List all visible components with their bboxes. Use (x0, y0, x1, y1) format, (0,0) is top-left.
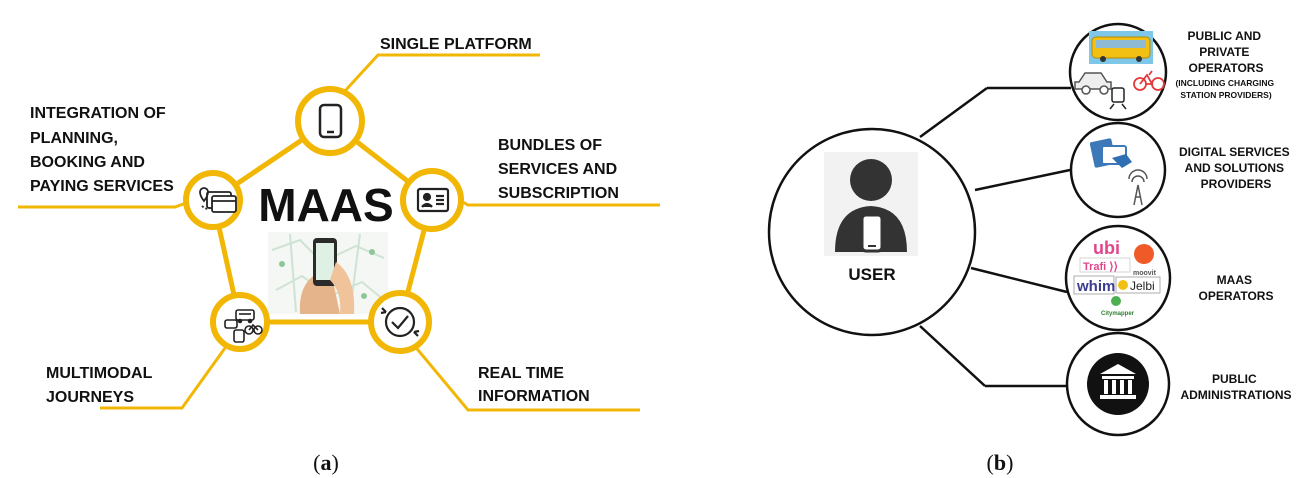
train-icon (1109, 87, 1127, 110)
logo-ubi: ubi (1093, 238, 1120, 258)
label-operators-sub: (INCLUDING CHARGING STATION PROVIDERS) (1175, 78, 1276, 100)
node-bundles (400, 168, 464, 232)
user-label: USER (848, 265, 895, 284)
smartphone-icon (318, 103, 343, 139)
panel-a: MAAS (18, 36, 660, 475)
caption-b: (b) (987, 450, 1014, 475)
logo-moovit: moovit (1133, 270, 1157, 277)
line-single-platform (342, 53, 540, 94)
bus-icon (1089, 31, 1153, 64)
label-real-time: REAL TIME INFORMATION (478, 365, 590, 405)
maas-title: MAAS (258, 179, 393, 231)
transport-icon (224, 309, 263, 343)
digital-tap-icon (1089, 138, 1132, 168)
label-operators: PUBLIC AND PRIVATE OPERATORS (1188, 29, 1265, 75)
hand-phone-map-illustration (268, 232, 388, 314)
caption-a: (a) (313, 450, 339, 475)
logo-trafi: Trafi ⟩⟩ (1083, 261, 1118, 273)
clock-check-icon (380, 306, 420, 338)
label-digital: DIGITAL SERVICES AND SOLUTIONS PROVIDERS (1179, 145, 1293, 191)
label-integration: INTEGRATION OF PLANNING, BOOKING AND PAY… (30, 105, 174, 195)
category-labels: PUBLIC AND PRIVATE OPERATORS (INCLUDING … (1175, 29, 1293, 402)
logo-whim: whim (1076, 278, 1115, 295)
circle-digital (1069, 121, 1167, 219)
label-public-admin: PUBLIC ADMINISTRATIONS (1180, 372, 1291, 402)
car-icon (1074, 72, 1112, 95)
bicycle-icon (1133, 70, 1165, 91)
connector-operators (919, 86, 988, 139)
connector-maas (970, 266, 1068, 294)
line-real-time (411, 343, 640, 412)
label-bundles: BUNDLES OF SERVICES AND SUBSCRIPTION (498, 137, 622, 202)
user-connectors (919, 86, 1071, 388)
node-real-time (368, 290, 432, 354)
id-card-icon (416, 187, 450, 213)
label-single-platform: SINGLE PLATFORM (380, 36, 532, 53)
map-pin-card-icon (199, 187, 237, 213)
connector-digital (974, 168, 1071, 192)
user-phone-icon (824, 152, 918, 256)
logo-moovit-pin (1134, 244, 1154, 264)
line-integration (18, 200, 190, 209)
antenna-icon (1128, 169, 1148, 206)
panel-b: USER (767, 22, 1293, 475)
line-multimodal (100, 347, 227, 410)
label-maas-operators: MAAS OPERATORS (1199, 273, 1274, 303)
maas-logos: ubi Trafi ⟩⟩ moovit whim Jelbi Citymappe… (1073, 238, 1161, 317)
node-single-platform (295, 86, 365, 156)
logo-jelbi: Jelbi (1130, 279, 1155, 293)
label-multimodal: MULTIMODAL JOURNEYS (46, 365, 157, 406)
connector-public-admin (919, 325, 986, 387)
logo-citymapper: Citymapper (1101, 311, 1135, 317)
government-building-icon (1087, 353, 1149, 415)
